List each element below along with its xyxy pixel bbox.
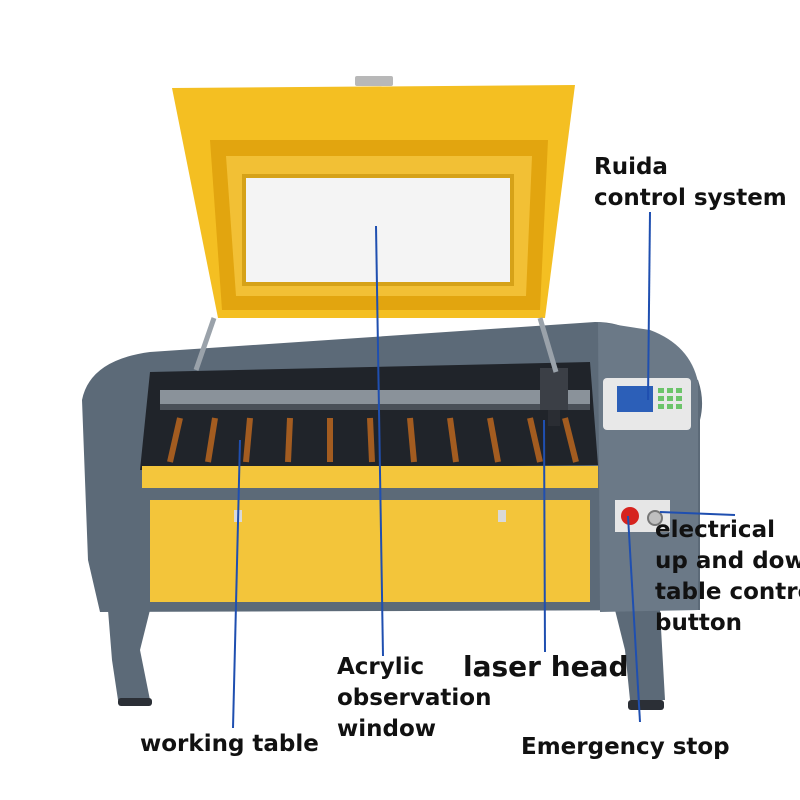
left-caster (118, 698, 152, 706)
leader-emergency-stop (627, 515, 641, 723)
gantry-rail (160, 390, 590, 404)
label-emergency-stop: Emergency stop (521, 734, 730, 760)
label-working-table: working table (140, 731, 319, 757)
label-acrylic-line-2: observation (337, 685, 492, 711)
right-gas-strut (537, 317, 559, 373)
label-electrical-line-1: electrical (655, 517, 775, 543)
laser-head-block (540, 368, 568, 410)
lid-handle (355, 76, 393, 86)
emergency-stop-button (621, 507, 639, 525)
label-acrylic-observation-window: Acrylic observation window (337, 652, 491, 745)
leader-ruida (647, 211, 651, 401)
acrylic-window (242, 174, 514, 286)
gantry-rail-shadow (160, 404, 590, 410)
leader-lines (232, 211, 736, 729)
label-electrical-table-control: electrical up and down table control but… (655, 515, 800, 639)
left-gas-strut (193, 317, 217, 371)
working-table-slats (167, 417, 579, 463)
label-acrylic-line-1: Acrylic (337, 654, 425, 680)
work-bed-cavity (140, 362, 598, 470)
left-leg (108, 610, 150, 700)
front-strip (142, 466, 598, 488)
front-door-panel (150, 500, 590, 602)
control-panel-keys (658, 388, 682, 409)
label-laser-head: laser head (463, 650, 629, 683)
right-leg (615, 610, 665, 700)
label-ruida-line-1: Ruida (594, 154, 668, 180)
leader-working-table (232, 439, 241, 729)
leader-laser-head (543, 419, 546, 653)
label-acrylic-line-3: window (337, 716, 437, 742)
label-electrical-line-3: table control (655, 579, 800, 605)
label-ruida-line-2: control system (594, 185, 787, 211)
table-control-switch (647, 510, 663, 526)
right-caster (628, 700, 664, 710)
label-electrical-line-4: button (655, 610, 743, 636)
leader-acrylic (375, 225, 384, 657)
leader-electrical (659, 511, 736, 516)
control-panel-screen (617, 386, 653, 412)
label-electrical-line-2: up and down (655, 548, 800, 574)
label-ruida-control-system: Ruida control system (594, 152, 787, 214)
laser-head-nozzle (548, 410, 560, 426)
door-latch-right (498, 510, 506, 522)
